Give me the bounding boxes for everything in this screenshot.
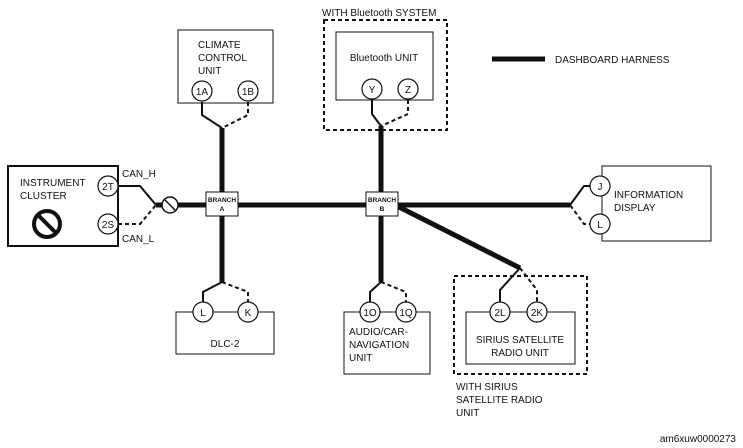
sirius-pin-2k xyxy=(526,301,548,323)
climate-pin-1a xyxy=(191,80,213,102)
branch-a-label-line2: A xyxy=(220,206,225,213)
climate-pin-1b xyxy=(237,80,259,102)
audio-navigation-label-line2: NAVIGATION xyxy=(349,340,409,351)
no-terminator-icon xyxy=(32,209,62,239)
information-wire-l xyxy=(569,204,600,225)
audio-navigation-label-line1: AUDIO/CAR- xyxy=(349,327,408,338)
audio-pin-1o xyxy=(359,301,381,323)
bluetooth-group-label: WITH Bluetooth SYSTEM xyxy=(322,8,436,19)
legend: DASHBOARD HARNESS xyxy=(492,55,670,66)
dlc-pin-l-label: L xyxy=(200,308,206,319)
figure-code: am6xuw0000273 xyxy=(660,434,737,445)
branch-b-box xyxy=(365,191,399,217)
information-pin-j xyxy=(589,175,611,197)
legend-label: DASHBOARD HARNESS xyxy=(555,55,670,66)
climate-wire-can-l xyxy=(221,102,249,129)
sirius-unit-label-line2: RADIO UNIT xyxy=(491,348,549,359)
can-h-label: CAN_H xyxy=(122,169,156,180)
bluetooth-wire-y xyxy=(371,100,382,127)
climate-unit-label-line2: CONTROL xyxy=(198,53,247,64)
harness-diagonal-sirius xyxy=(393,202,522,271)
sirius-radio-unit: SIRIUS SATELLITE RADIO UNIT 2L 2K WITH S… xyxy=(453,267,588,419)
sirius-wire-2l xyxy=(499,267,521,302)
instrument-pin-2t-label: 2T xyxy=(102,182,114,193)
dlc-2-label: DLC-2 xyxy=(211,339,240,350)
dlc-wire-l xyxy=(202,281,223,302)
audio-navigation-box xyxy=(343,311,431,375)
information-pin-j-label: J xyxy=(598,182,603,193)
branch-b-label-line2: B xyxy=(380,206,385,213)
audio-pin-1q-label: 1Q xyxy=(399,308,413,319)
instrument-cluster-box xyxy=(7,165,119,247)
sirius-option-border xyxy=(453,275,588,375)
sirius-group-label-line2: SATELLITE RADIO xyxy=(456,395,543,406)
branch-b-connector: BRANCH B xyxy=(365,191,399,217)
climate-pin-1b-label: 1B xyxy=(242,87,255,98)
branch-a-connector: BRANCH A xyxy=(205,191,239,217)
branch-a-label-line1: BRANCH xyxy=(208,197,236,204)
audio-pin-1o-label: 1O xyxy=(363,308,377,319)
information-pin-l-label: L xyxy=(597,220,603,231)
sirius-group-label-line1: WITH SIRIUS xyxy=(456,382,518,393)
instrument-cluster-label-line1: INSTRUMENT xyxy=(20,178,86,189)
sirius-pin-2l xyxy=(489,301,511,323)
audio-wire-1o xyxy=(369,281,382,302)
climate-unit-label-line3: UNIT xyxy=(198,66,221,77)
information-display: INFORMATION DISPLAY J L xyxy=(569,165,712,242)
audio-navigation-label-line3: UNIT xyxy=(349,353,372,364)
bluetooth-unit-label: Bluetooth UNIT xyxy=(350,53,418,64)
bluetooth-unit: WITH Bluetooth SYSTEM Bluetooth UNIT Y Z xyxy=(322,8,448,131)
dlc-pin-k-label: K xyxy=(245,308,252,319)
branch-b-label-line1: BRANCH xyxy=(368,197,396,204)
dlc-wire-k xyxy=(221,281,249,302)
bluetooth-pin-z-label: Z xyxy=(405,85,411,96)
bluetooth-pin-z xyxy=(397,78,419,100)
instrument-pin-2s-label: 2S xyxy=(102,220,115,231)
audio-pin-1q xyxy=(395,301,417,323)
sirius-wire-2k xyxy=(519,267,538,302)
information-display-label-line1: INFORMATION xyxy=(614,190,683,201)
audio-navigation-unit: AUDIO/CAR- NAVIGATION UNIT 1O 1Q xyxy=(343,281,431,375)
audio-wire-1q xyxy=(380,281,407,302)
dlc-2-box xyxy=(175,311,275,355)
branch-a-box xyxy=(205,191,239,217)
information-display-label-line2: DISPLAY xyxy=(614,203,656,214)
climate-wire-can-h xyxy=(201,102,223,129)
bluetooth-pin-y xyxy=(361,78,383,100)
harness-no-symbol-icon xyxy=(161,196,179,214)
can-l-label: CAN_L xyxy=(122,234,155,245)
bluetooth-wire-z xyxy=(380,100,409,127)
climate-pin-1a-label: 1A xyxy=(196,87,209,98)
bluetooth-pin-y-label: Y xyxy=(369,85,376,96)
instrument-cluster: INSTRUMENT CLUSTER CAN_H CAN_L 2T 2S xyxy=(7,165,157,247)
climate-control-unit: CLIMATE CONTROL UNIT 1A 1B xyxy=(177,29,274,129)
information-pin-l xyxy=(589,213,611,235)
instrument-wire-can-h xyxy=(118,185,157,206)
sirius-pin-2l-label: 2L xyxy=(494,308,506,319)
climate-unit-label-line1: CLIMATE xyxy=(198,40,241,51)
instrument-pin-2s xyxy=(97,213,119,235)
dlc-2: DLC-2 L K xyxy=(175,281,275,355)
sirius-pin-2k-label: 2K xyxy=(531,308,544,319)
information-display-box xyxy=(601,165,712,242)
instrument-wire-can-l xyxy=(118,204,157,225)
dlc-pin-k xyxy=(237,301,259,323)
sirius-unit-label-line1: SIRIUS SATELLITE xyxy=(476,335,565,346)
instrument-pin-2t xyxy=(97,175,119,197)
dlc-pin-l xyxy=(192,301,214,323)
instrument-cluster-label-line2: CLUSTER xyxy=(20,191,67,202)
sirius-unit-box xyxy=(465,311,576,365)
bluetooth-option-border xyxy=(323,19,448,131)
sirius-group-label-line3: UNIT xyxy=(456,408,479,419)
